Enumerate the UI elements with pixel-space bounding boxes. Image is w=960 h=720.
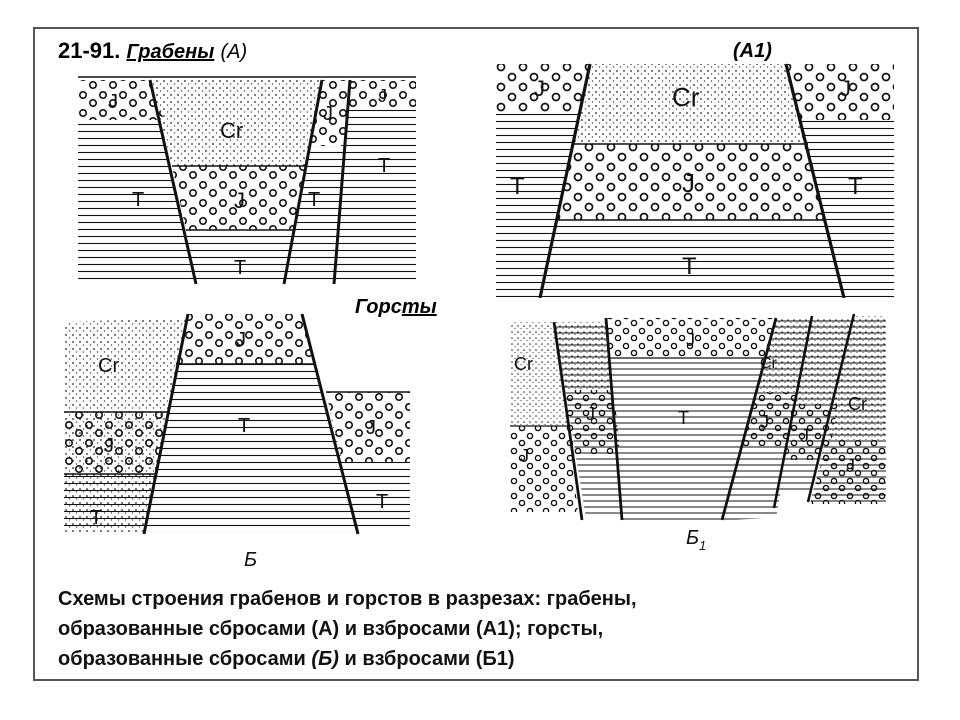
layer-label-t: T	[234, 257, 246, 279]
layer-label-j: J	[378, 86, 387, 106]
layer-label-t: T	[678, 408, 689, 428]
layer-label-t: T	[376, 491, 388, 513]
caption-line-2: образованные сбросами (А) и взбросами (А…	[58, 618, 604, 640]
layer-label-j: J	[234, 188, 245, 213]
layer-label-j: J	[760, 412, 769, 432]
title-number: 21-91.	[58, 38, 121, 63]
layer-label-j: J	[800, 426, 809, 446]
horsts-label: Горсты	[355, 296, 437, 318]
caption-line-1: Схемы строения грабенов и горстов в разр…	[58, 588, 637, 610]
slide-title: 21-91. Грабены (А)	[58, 38, 247, 64]
layer-label-j: J	[686, 330, 695, 350]
layer-label-cr: Cr	[848, 394, 867, 414]
layer-label-t: T	[132, 189, 144, 211]
layer-label-t: T	[510, 173, 525, 200]
layer-label-j: J	[366, 417, 376, 439]
layer-label-j: J	[840, 76, 851, 101]
caption-line-3: образованные сбросами (Б) и взбросами (Б…	[58, 648, 515, 670]
layer-label-j: J	[682, 168, 695, 198]
layer-label-cr: Cr	[672, 82, 700, 112]
layer-label-j: J	[323, 103, 333, 125]
layer-label-cr: Cr	[514, 354, 533, 374]
title-tag-a1: (А1)	[733, 40, 772, 62]
title-label: Грабены	[126, 41, 215, 63]
panel-graben-a: J Cr J J J T T T T	[78, 76, 416, 285]
layer-label-t: T	[90, 507, 102, 529]
layer-label-t: T	[238, 415, 250, 437]
layer-label-t: T	[378, 155, 390, 177]
layer-label-j: J	[534, 76, 545, 101]
panel-horst-b: Cr J J T J T T Б	[64, 313, 410, 570]
figure-caption: Схемы строения грабенов и горстов в разр…	[58, 584, 898, 674]
layer-label-cr: Cr	[760, 355, 778, 372]
title-tag-a: (А)	[220, 41, 248, 63]
layer-label-t: T	[682, 253, 697, 280]
layer-label-j: J	[520, 446, 529, 466]
layer-label-cr: Cr	[220, 118, 243, 143]
panel-horst-b1: Cr J J J T Cr J J Cr J Б1	[510, 313, 886, 553]
panel-graben-a1: J Cr J J T T T	[496, 63, 894, 298]
layer-label-j: J	[104, 435, 114, 457]
layer-label-j: J	[108, 91, 118, 113]
layer-label-j: J	[846, 456, 855, 476]
layer-label-t: T	[848, 173, 863, 200]
layer-label-cr: Cr	[98, 355, 119, 377]
layer-label-j: J	[586, 404, 595, 424]
layer-label-t: T	[308, 189, 320, 211]
layer-label-j: J	[236, 329, 246, 351]
panel-label-b1: Б1	[686, 527, 706, 553]
panel-label-b: Б	[244, 549, 257, 570]
